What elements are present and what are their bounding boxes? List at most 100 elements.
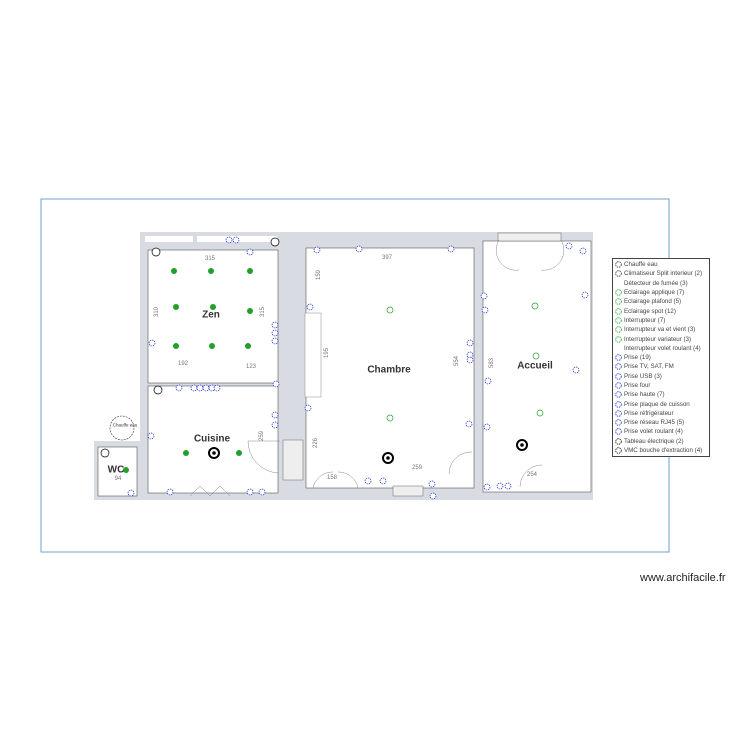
vmc-extraction-icons bbox=[208, 439, 528, 464]
spot-light-icon bbox=[210, 304, 216, 310]
legend-label: Tableau électrique (2) bbox=[624, 437, 684, 445]
outlet-icon bbox=[504, 482, 512, 490]
ceiling-light-icon bbox=[386, 414, 394, 422]
spot-light-icon bbox=[171, 268, 177, 274]
outlet-icon bbox=[271, 329, 279, 337]
electrical-panel-icon bbox=[614, 438, 622, 445]
outlet-icon bbox=[246, 248, 254, 256]
spot-light-icon bbox=[183, 450, 189, 456]
ceiling-light-icon bbox=[531, 302, 539, 310]
legend-label: Eclairage applique (7) bbox=[624, 289, 685, 297]
outlet-icon bbox=[466, 339, 474, 347]
legend-label: Chauffe eau bbox=[624, 261, 658, 269]
legend-label: Prise réseau RJ45 (5) bbox=[624, 419, 685, 427]
two-way-switch-icon bbox=[614, 326, 622, 333]
outlet-icon bbox=[364, 477, 372, 485]
legend-item: Eclairage applique (7) bbox=[613, 288, 709, 297]
vmc-extraction-icon bbox=[382, 452, 394, 464]
vmc-extraction-icon bbox=[208, 447, 220, 459]
cooktop-outlet-icon bbox=[614, 400, 622, 408]
legend-label: VMC bouche d'extraction (4) bbox=[624, 447, 703, 455]
dimension: 259 bbox=[411, 465, 423, 471]
outlet-icon bbox=[127, 489, 135, 497]
tv-outlet-icon bbox=[614, 363, 622, 371]
legend-item: Interrupteur volet roulant (4) bbox=[613, 344, 709, 353]
outlet-icon bbox=[166, 488, 174, 496]
dimmer-switch-icon bbox=[614, 335, 622, 343]
outlet-icon bbox=[481, 306, 489, 314]
outlet-icon bbox=[213, 384, 221, 392]
outlet-icon bbox=[466, 356, 474, 364]
outlet-icon bbox=[147, 432, 155, 440]
legend-item: Prise volet roulant (4) bbox=[613, 427, 709, 436]
dimension: 195 bbox=[324, 347, 330, 359]
outlet-icon bbox=[271, 337, 279, 345]
blank-icon bbox=[614, 280, 622, 287]
outlet-icon bbox=[232, 236, 240, 244]
legend-label: Interrupteur variateur (3) bbox=[624, 335, 692, 343]
room-label-cuisine: Cuisine bbox=[193, 433, 231, 445]
legend-label: Climatiseur Split interieur (2) bbox=[624, 270, 703, 278]
outlet-icon bbox=[306, 303, 314, 311]
ceiling-light-icon bbox=[614, 298, 622, 306]
outlet-icon bbox=[565, 242, 573, 250]
legend-label: Prise USB (3) bbox=[624, 372, 662, 380]
legend-item: Climatiseur Split interieur (2) bbox=[613, 269, 709, 278]
dimension: 397 bbox=[381, 255, 393, 261]
outlet-icon bbox=[480, 292, 488, 300]
fridge-outlet-icon bbox=[614, 410, 622, 417]
vmc-extraction-icon bbox=[516, 439, 528, 451]
dimension: 310 bbox=[154, 306, 160, 318]
legend-label: Prise volet roulant (4) bbox=[624, 428, 683, 436]
ceiling-light-icon bbox=[536, 409, 544, 417]
outlet-icon bbox=[258, 488, 266, 496]
outlet-icon bbox=[483, 423, 491, 431]
dimension: 254 bbox=[526, 472, 538, 478]
ceiling-light-icon bbox=[532, 352, 540, 360]
outlet-icon bbox=[465, 420, 473, 428]
vmc-extraction-icon bbox=[614, 447, 622, 454]
legend-item: Interrupteur va et vient (3) bbox=[613, 325, 709, 334]
outlet-icon bbox=[466, 351, 474, 359]
outlet-icon bbox=[429, 492, 437, 500]
dimension: 315 bbox=[204, 256, 216, 262]
outlet-icon bbox=[175, 384, 183, 392]
outlet-icon bbox=[190, 384, 198, 392]
dimension: 158 bbox=[326, 475, 338, 481]
spot-light-icon bbox=[236, 450, 242, 456]
legend-item: Prise USB (3) bbox=[613, 372, 709, 381]
outlet-icon bbox=[447, 245, 455, 253]
legend-item: Interrupteur (7) bbox=[613, 316, 709, 325]
room-label-zen: Zen bbox=[202, 309, 220, 321]
outlet-icon bbox=[496, 482, 504, 490]
dimension: 192 bbox=[177, 361, 189, 367]
outlet-icon bbox=[304, 404, 312, 412]
spot-light-icon bbox=[123, 467, 129, 473]
room-label-wc: WC bbox=[107, 464, 125, 476]
outlet-icon bbox=[428, 480, 436, 488]
outlet-icon bbox=[355, 245, 363, 253]
legend-item: Prise réseau RJ45 (5) bbox=[613, 418, 709, 427]
outlet-icon bbox=[148, 339, 156, 347]
outlet-icon bbox=[272, 380, 280, 388]
outlet-icon bbox=[483, 483, 491, 491]
outlet-icon bbox=[484, 377, 492, 385]
walls bbox=[94, 232, 593, 500]
room-label-chambre: Chambre bbox=[367, 364, 411, 376]
legend-item: Tableau électrique (2) bbox=[613, 437, 709, 446]
shutter-outlet-icon bbox=[614, 428, 622, 436]
water-heater-label: Chauffe eau bbox=[112, 422, 138, 428]
dimension: 159 bbox=[316, 269, 322, 281]
doors bbox=[189, 239, 565, 497]
dimension: 315 bbox=[260, 306, 266, 318]
outlet-icon bbox=[271, 421, 279, 429]
spot-light-icon bbox=[247, 268, 253, 274]
watermark: www.archifacile.fr bbox=[640, 572, 726, 584]
outlet-icon bbox=[579, 247, 587, 255]
legend-item: VMC bouche d'extraction (4) bbox=[613, 446, 709, 455]
water-heater-icon bbox=[614, 261, 622, 268]
legend-label: Eclairage spot (12) bbox=[624, 307, 676, 315]
spot-light-icon bbox=[209, 343, 215, 349]
outlet-icon bbox=[225, 236, 233, 244]
